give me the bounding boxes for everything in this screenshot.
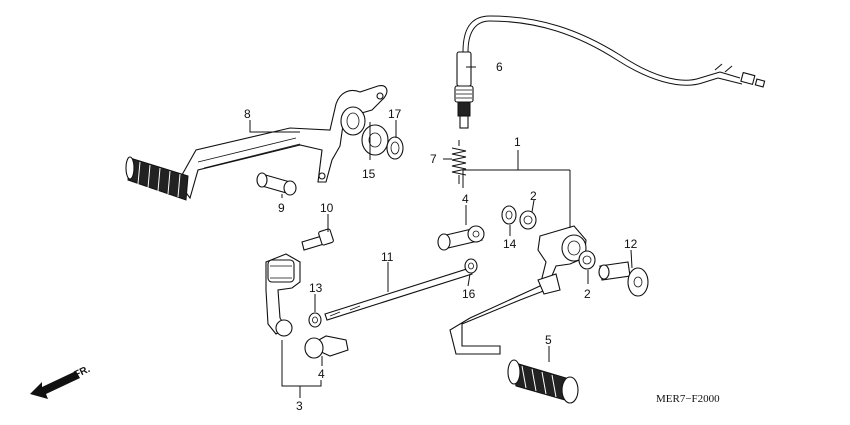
- callout-15: 15: [362, 167, 376, 181]
- callout-5: 5: [545, 333, 552, 347]
- callout-9: 9: [278, 201, 285, 215]
- callout-10: 10: [320, 201, 334, 215]
- callout-13: 13: [309, 281, 323, 295]
- return-spring: [451, 140, 467, 184]
- tie-rod: [324, 267, 473, 321]
- stop-switch: [454, 51, 474, 129]
- washer-13: [308, 312, 322, 328]
- seal-2-upper: [519, 210, 537, 230]
- callout-4-lower: 4: [318, 367, 325, 381]
- shift-pedal-rubber: [507, 359, 579, 404]
- direction-label: FR.: [73, 364, 92, 381]
- callout-11: 11: [381, 250, 394, 264]
- callout-3: 3: [296, 399, 303, 413]
- callout-12: 12: [624, 237, 638, 251]
- pivot-collar: [256, 172, 297, 196]
- callout-4-upper: 4: [462, 192, 469, 206]
- pivot-bolt-12: [598, 261, 649, 297]
- callout-2-upper: 2: [530, 189, 537, 203]
- callout-7: 7: [430, 152, 437, 166]
- joint-upper: [437, 225, 485, 251]
- seal-2-lower: [578, 250, 596, 270]
- callout-6: 6: [496, 60, 503, 74]
- callout-2-lower: 2: [584, 287, 591, 301]
- callout-8: 8: [244, 107, 251, 121]
- callout-17: 17: [388, 107, 402, 121]
- callout-16: 16: [462, 287, 476, 301]
- nut-16: [464, 258, 478, 274]
- brake-pedal: [177, 85, 388, 200]
- diagram-code: MER7−F2000: [656, 393, 720, 405]
- washer-15: [361, 124, 389, 156]
- switch-cable: [462, 15, 766, 88]
- leader-lines: [249, 66, 633, 398]
- brake-pedal-rubber: [125, 156, 189, 201]
- shift-arm: [265, 253, 301, 337]
- callout-1: 1: [514, 135, 521, 149]
- front-direction-arrow-icon: FR.: [30, 364, 92, 399]
- clip-17: [386, 136, 404, 160]
- callout-14: 14: [503, 237, 517, 251]
- bolt-10: [301, 228, 334, 251]
- washer-14: [501, 205, 517, 225]
- joint-lower: [304, 335, 349, 359]
